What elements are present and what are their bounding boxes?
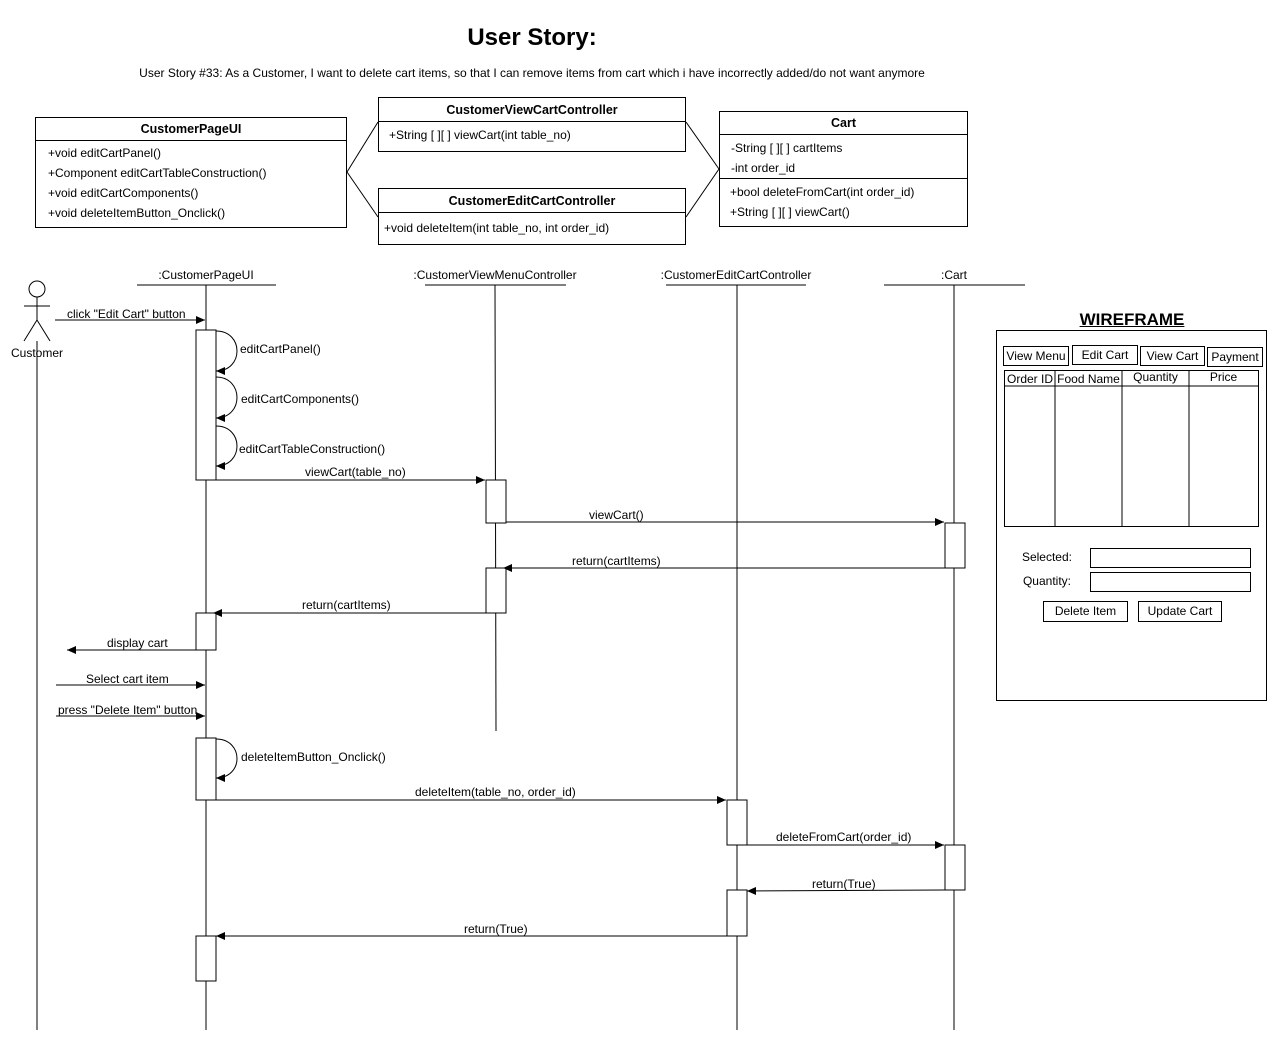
message-label: deleteFromCart(order_id) — [776, 830, 912, 844]
activation-box — [726, 889, 748, 937]
message-label: Select cart item — [86, 672, 169, 686]
tab-view-menu[interactable]: View Menu — [1003, 346, 1069, 366]
activation-box — [195, 935, 217, 982]
method: +void editCartComponents() — [48, 186, 199, 200]
message-label: return(cartItems) — [572, 554, 661, 568]
lifeline-label: :CustomerViewMenuController — [413, 268, 577, 282]
lifeline-label: :Cart — [940, 268, 967, 282]
message-label: editCartPanel() — [240, 342, 321, 356]
attribute: -String [ ][ ] cartItems — [731, 141, 843, 155]
method: +String [ ][ ] viewCart() — [730, 205, 850, 219]
selected-label: Selected: — [1021, 550, 1072, 564]
lifeline-label: :CustomerEditCartController — [660, 268, 812, 282]
cart-table[interactable] — [1004, 370, 1259, 527]
method: +void editCartPanel() — [48, 146, 162, 160]
message-label: deleteItemButton_Onclick() — [241, 750, 386, 764]
delete-item-button[interactable]: Delete Item — [1043, 601, 1128, 622]
class-name: CustomerPageUI — [36, 118, 346, 141]
message-label: editCartTableConstruction() — [239, 442, 386, 456]
activation-box — [485, 567, 507, 614]
diagram-title: User Story: — [467, 24, 597, 51]
activation-box — [485, 479, 507, 524]
message-label: editCartComponents() — [241, 392, 360, 406]
column-header: Price — [1209, 370, 1238, 384]
class-methods: +String [ ][ ] viewCart(int table_no) — [379, 122, 685, 145]
self-call-arrow — [215, 330, 238, 375]
user-story-text: User Story #33: As a Customer, I want to… — [139, 66, 925, 80]
column-header: Quantity — [1133, 370, 1178, 384]
tab-view-cart[interactable]: View Cart — [1140, 346, 1205, 366]
association-line — [685, 121, 720, 170]
class-customer-view-cart-controller: CustomerViewCartController +String [ ][ … — [378, 97, 686, 152]
association-line — [685, 168, 720, 218]
actor-leg — [36, 319, 51, 342]
message-label: return(True) — [464, 922, 528, 936]
message-label: viewCart(table_no) — [305, 465, 406, 479]
method: +String [ ][ ] viewCart(int table_no) — [389, 128, 571, 142]
activation-box — [944, 844, 966, 891]
self-call-arrow — [215, 425, 238, 470]
message-label: display cart — [107, 636, 168, 650]
message-label: viewCart() — [589, 508, 644, 522]
class-methods: +void editCartPanel() +Component editCar… — [36, 141, 346, 223]
message-label: return(True) — [812, 877, 876, 891]
activation-box — [726, 799, 748, 846]
message-label: click "Edit Cart" button — [67, 307, 186, 321]
class-name: CustomerEditCartController — [379, 189, 685, 213]
class-customer-edit-cart-controller: CustomerEditCartController +void deleteI… — [378, 188, 686, 245]
quantity-label: Quantity: — [1022, 574, 1071, 588]
actor-label: Customer — [10, 346, 63, 360]
activation-box — [944, 522, 966, 569]
method: +bool deleteFromCart(int order_id) — [730, 185, 915, 199]
method: +void deleteItem(int table_no, int order… — [384, 221, 610, 235]
wireframe-frame — [996, 330, 1267, 701]
self-call-arrow — [215, 738, 238, 782]
column-header: Food Name — [1057, 372, 1120, 386]
class-cart: Cart -String [ ][ ] cartItems -int order… — [719, 111, 968, 227]
attribute: -int order_id — [731, 161, 796, 175]
message-arrow — [746, 886, 946, 895]
lifeline-label: :CustomerPageUI — [158, 268, 254, 282]
message-label: return(cartItems) — [302, 598, 391, 612]
activation-box — [195, 329, 217, 481]
activation-box — [195, 612, 217, 651]
tab-payment[interactable]: Payment — [1207, 347, 1263, 367]
update-cart-button[interactable]: Update Cart — [1138, 601, 1222, 622]
association-line — [346, 121, 379, 173]
tab-edit-cart[interactable]: Edit Cart — [1072, 345, 1138, 365]
message-label: deleteItem(table_no, order_id) — [415, 785, 576, 799]
class-name: Cart — [720, 112, 967, 135]
actor-leg — [23, 319, 38, 342]
message-label: press "Delete Item" button — [58, 703, 198, 717]
method: +void deleteItemButton_Onclick() — [48, 206, 226, 220]
class-methods: +void deleteItem(int table_no, int order… — [379, 213, 685, 238]
quantity-field[interactable] — [1090, 572, 1251, 592]
association-line — [346, 171, 379, 218]
self-call-arrow — [215, 376, 238, 422]
method: +Component editCartTableConstruction() — [48, 166, 267, 180]
activation-box — [195, 737, 217, 801]
class-customer-page-ui: CustomerPageUI +void editCartPanel() +Co… — [35, 117, 347, 228]
selected-field[interactable] — [1090, 548, 1251, 568]
column-header: Order ID — [1006, 372, 1053, 386]
class-methods: +bool deleteFromCart(int order_id) +Stri… — [720, 179, 967, 222]
class-attributes: -String [ ][ ] cartItems -int order_id — [720, 135, 967, 179]
class-name: CustomerViewCartController — [379, 98, 685, 122]
wireframe-title: WIREFRAME — [1079, 310, 1185, 329]
